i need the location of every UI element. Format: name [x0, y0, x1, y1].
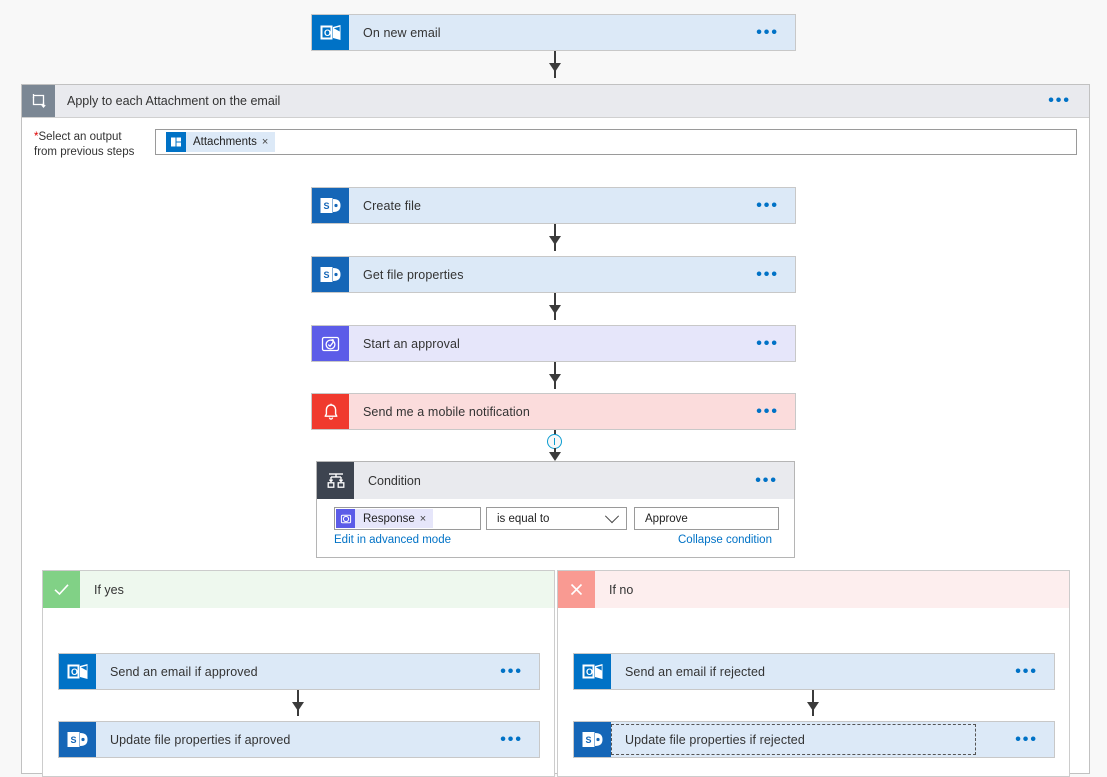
- flow-step-update-file-properties-if-rejected[interactable]: S Update file properties if rejected •••: [573, 721, 1055, 758]
- svg-text:S: S: [70, 735, 76, 745]
- required-asterisk: *: [34, 131, 39, 143]
- step-menu-button[interactable]: •••: [1015, 730, 1038, 748]
- bell-icon: [312, 394, 349, 429]
- svg-text:S: S: [323, 201, 329, 211]
- branch-if-yes-title: If yes: [94, 582, 124, 597]
- step-menu-button[interactable]: •••: [756, 265, 779, 283]
- sharepoint-icon: S: [312, 257, 349, 292]
- flow-step-label: Send an email if rejected: [625, 664, 766, 679]
- condition-title: Condition: [354, 462, 740, 499]
- attachments-token[interactable]: Attachments ×: [166, 132, 276, 152]
- step-menu-button[interactable]: •••: [756, 196, 779, 214]
- connector-arrow: [549, 452, 561, 461]
- step-menu-button[interactable]: •••: [1015, 662, 1038, 680]
- approval-token-icon: [336, 509, 355, 528]
- svg-text:O: O: [324, 28, 331, 38]
- condition-operator-value: is equal to: [497, 512, 550, 525]
- flow-step-label: Send me a mobile notification: [363, 404, 530, 419]
- edit-in-advanced-mode-link[interactable]: Edit in advanced mode: [334, 534, 451, 546]
- attachment-token-icon: [166, 132, 186, 152]
- connector-arrow: [549, 63, 561, 72]
- step-menu-button[interactable]: •••: [500, 730, 523, 748]
- response-token-label: Response: [363, 512, 415, 525]
- apply-to-each-header[interactable]: Apply to each Attachment on the email ••…: [22, 85, 1089, 118]
- close-icon[interactable]: ×: [261, 136, 269, 148]
- branch-if-no-title: If no: [609, 582, 634, 597]
- flow-step-send-mobile-notification[interactable]: Send me a mobile notification •••: [311, 393, 796, 430]
- step-menu-button[interactable]: •••: [756, 334, 779, 352]
- flow-step-label: Send an email if approved: [110, 664, 258, 679]
- flow-step-send-email-if-rejected[interactable]: O Send an email if rejected •••: [573, 653, 1055, 690]
- condition-branch-icon: [317, 462, 354, 499]
- flow-step-on-new-email[interactable]: O On new email •••: [311, 14, 796, 51]
- outlook-icon: O: [59, 654, 96, 689]
- response-token[interactable]: Response ×: [336, 509, 434, 528]
- branch-if-yes-header[interactable]: If yes: [43, 571, 554, 608]
- condition-right-value: Approve: [645, 512, 688, 525]
- sharepoint-icon: S: [574, 722, 611, 757]
- svg-text:O: O: [586, 667, 593, 677]
- flow-step-label: On new email: [363, 25, 441, 40]
- connector-arrow: [549, 236, 561, 245]
- flow-step-label: Update file properties if aproved: [110, 732, 291, 747]
- step-menu-button[interactable]: •••: [756, 23, 779, 41]
- outlook-icon: O: [312, 15, 349, 50]
- flow-step-label: Get file properties: [363, 267, 464, 282]
- flow-step-get-file-properties[interactable]: S Get file properties •••: [311, 256, 796, 293]
- step-menu-button[interactable]: •••: [756, 402, 779, 420]
- select-output-input[interactable]: Attachments ×: [155, 129, 1077, 155]
- condition-right-operand-input[interactable]: Approve: [634, 507, 779, 530]
- flow-step-create-file[interactable]: S Create file •••: [311, 187, 796, 224]
- close-icon[interactable]: ×: [419, 512, 427, 525]
- select-output-label-line1: Select an output: [38, 131, 122, 143]
- connector-arrow: [549, 305, 561, 314]
- select-output-label-line2: from previous steps: [34, 146, 135, 158]
- svg-text:S: S: [585, 735, 591, 745]
- select-output-label: *Select an output from previous steps: [34, 130, 152, 160]
- flow-step-start-an-approval[interactable]: Start an approval •••: [311, 325, 796, 362]
- connector-arrow: [292, 702, 304, 711]
- svg-text:O: O: [71, 667, 78, 677]
- apply-to-each-menu-button[interactable]: •••: [1048, 92, 1071, 109]
- flow-step-update-file-properties-if-approved[interactable]: S Update file properties if aproved •••: [58, 721, 540, 758]
- flow-step-send-email-if-approved[interactable]: O Send an email if approved •••: [58, 653, 540, 690]
- flow-step-label: Start an approval: [363, 336, 460, 351]
- svg-text:S: S: [323, 270, 329, 280]
- branch-if-no-header[interactable]: If no: [558, 571, 1069, 608]
- flow-step-label: Update file properties if rejected: [625, 732, 805, 747]
- apply-to-each-title: Apply to each Attachment on the email: [67, 94, 281, 108]
- sharepoint-icon: S: [312, 188, 349, 223]
- close-x-icon: [558, 571, 595, 608]
- collapse-condition-link[interactable]: Collapse condition: [678, 534, 772, 546]
- attachments-token-label: Attachments: [193, 136, 257, 148]
- outlook-icon: O: [574, 654, 611, 689]
- condition-operator-select[interactable]: is equal to: [486, 507, 627, 530]
- condition-block: Condition ••• Response × is equal to App…: [316, 461, 795, 558]
- condition-header[interactable]: Condition •••: [317, 462, 794, 499]
- condition-menu-button[interactable]: •••: [739, 462, 794, 499]
- checkmark-icon: [43, 571, 80, 608]
- approval-icon: [312, 326, 349, 361]
- chevron-down-icon[interactable]: [604, 508, 620, 523]
- loop-icon: [22, 85, 55, 117]
- condition-left-operand-input[interactable]: Response ×: [334, 507, 481, 530]
- flow-step-label: Create file: [363, 198, 422, 213]
- sharepoint-icon: S: [59, 722, 96, 757]
- connector-arrow: [807, 702, 819, 711]
- insert-step-button[interactable]: [547, 434, 562, 449]
- connector-arrow: [549, 374, 561, 383]
- step-menu-button[interactable]: •••: [500, 662, 523, 680]
